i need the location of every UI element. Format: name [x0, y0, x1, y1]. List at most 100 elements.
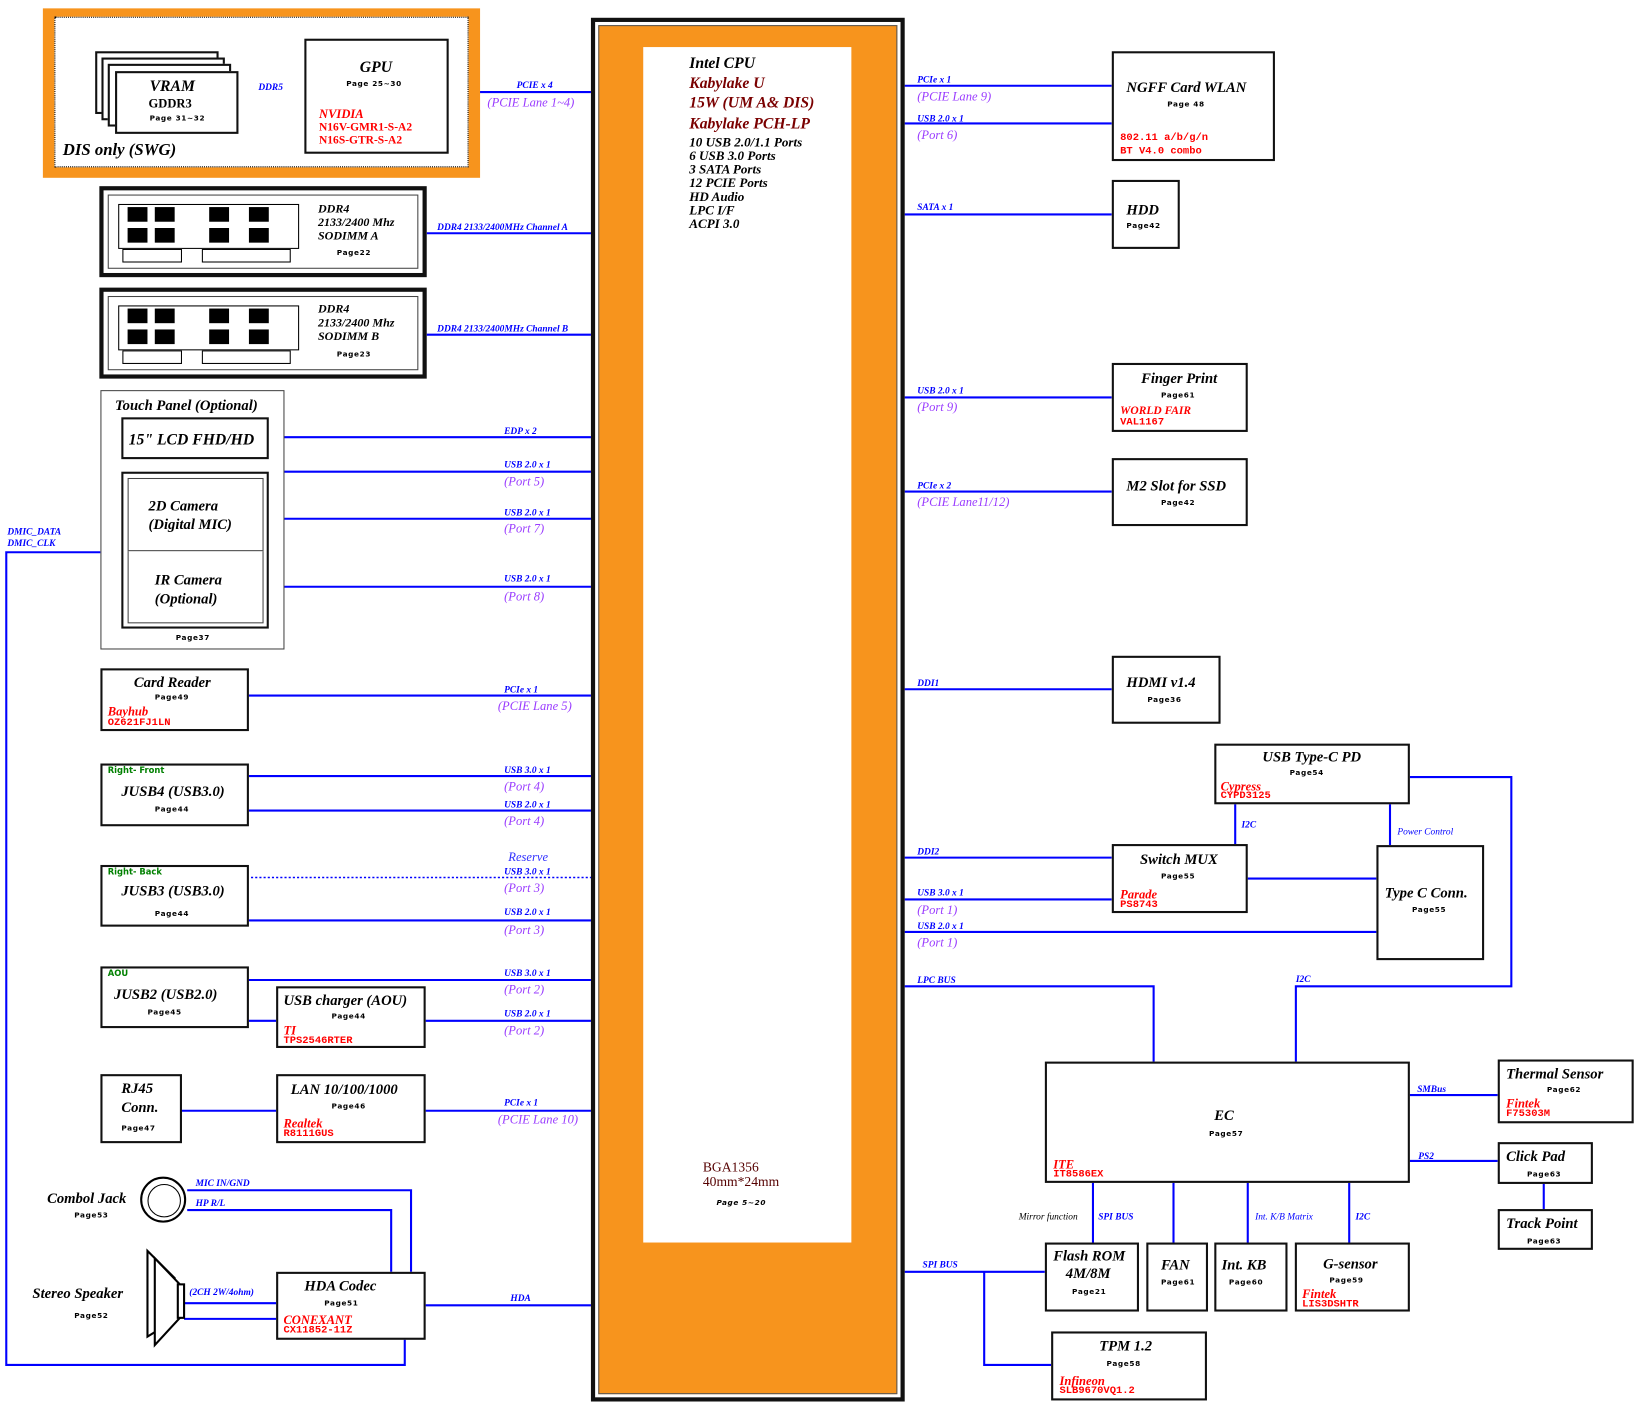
vram-title: VRAM	[149, 78, 195, 96]
dimm-b-chip	[127, 308, 148, 324]
gpu-part-1: N16V-GMR1-S-A2	[318, 121, 413, 134]
dimm-b-chip	[127, 329, 148, 345]
dimm-a-tab-left	[122, 248, 182, 263]
hda-codec-block	[276, 1271, 426, 1340]
speaker-spec-label: (2CH 2W/4ohm)	[189, 1286, 254, 1297]
g-sensor-block	[1294, 1242, 1410, 1312]
ddr4-channel-b-label: DDR4 2133/2400MHz Channel B	[437, 323, 569, 334]
cpu-pch: Kabylake PCH-LP	[689, 116, 810, 133]
type-c-pd-title: USB Type-C PD	[1262, 749, 1362, 766]
cpu-feature: 6 USB 3.0 Ports	[689, 148, 776, 164]
dimm-a-chip	[209, 228, 230, 243]
dimm-b-tab-right	[201, 350, 291, 364]
sodimm-b-line-2: 2133/2400 Mhz	[317, 316, 395, 330]
dis-only-label: DIS only (SWG)	[62, 141, 177, 159]
sodimm-b-line-3: SODIMM B	[317, 330, 380, 344]
dimm-a-icon	[118, 203, 300, 249]
type-c-conn-title: Type C Conn.	[1384, 885, 1468, 902]
pd-i2c-label: I2C	[1241, 818, 1257, 830]
jusb3-usb3-port: (Port 3)	[504, 880, 545, 896]
track-point-block	[1497, 1209, 1593, 1250]
track-point-page: Page63	[1527, 1237, 1562, 1246]
fingerprint-usb-label: USB 2.0 x 1	[917, 384, 964, 396]
jusb2-title: JUSB2 (USB2.0)	[114, 987, 218, 1004]
dimm-b-chip	[248, 308, 269, 324]
switch-mux-part: PS8743	[1120, 899, 1158, 911]
jusb4-usb3-label: USB 3.0 x 1	[504, 764, 551, 776]
jusb3-usb2-label: USB 2.0 x 1	[504, 906, 551, 918]
hdmi-title: HDMI v1.4	[1126, 675, 1196, 692]
dimm-b-tab-left	[122, 350, 182, 364]
rj45-block	[100, 1074, 182, 1144]
jusb3-block	[100, 864, 249, 927]
wlan-title: NGFF Card WLAN	[1126, 80, 1247, 97]
click-pad-block	[1497, 1142, 1593, 1184]
cpu-title: Intel CPU	[689, 55, 756, 73]
jusb2-usb3-label: USB 3.0 x 1	[504, 967, 551, 978]
int-kb-title: Int. KB	[1221, 1258, 1267, 1274]
wire-pd-ec-i2c	[1294, 776, 1513, 1062]
cpu-feature: HD Audio	[689, 189, 745, 204]
finger-print-part: VAL1167	[1120, 417, 1165, 429]
lan-part: R8111GUS	[283, 1128, 334, 1141]
ddi2-label: DDI2	[917, 846, 940, 857]
gpu-page: Page 25~30	[346, 79, 402, 88]
hp-rl-label: HP R/L	[195, 1197, 226, 1209]
flash-rom-title: Flash ROM	[1053, 1248, 1126, 1265]
jusb3-usb3-label: USB 3.0 x 1	[504, 866, 551, 877]
dimm-a-chip	[154, 207, 175, 222]
lcd-title: 15" LCD FHD/HD	[128, 431, 255, 449]
dmic-data-label: DMIC_DATA	[7, 526, 62, 537]
type-c-pd-block	[1214, 743, 1410, 805]
dimm-b-chip	[154, 329, 175, 345]
wlan-spec-2: BT V4.0 combo	[1120, 146, 1202, 158]
card-reader-bus-label: PCIe x 1	[504, 684, 539, 695]
gsensor-i2c-label: I2C	[1355, 1211, 1371, 1222]
cpu-family: Kabylake U	[689, 75, 765, 93]
click-pad-page: Page63	[1527, 1170, 1562, 1179]
dimm-a-chip	[154, 228, 175, 243]
cpu-page: Page 5~20	[716, 1198, 767, 1207]
fingerprint-port-note: (Port 9)	[917, 399, 958, 415]
finger-print-page: Page61	[1160, 391, 1196, 400]
finger-print-vendor: WORLD FAIR	[1120, 404, 1192, 418]
lan-lane-note: (PCIE Lane 10)	[497, 1111, 579, 1127]
ec-block	[1044, 1061, 1410, 1183]
m2-pcie-label: PCIe x 2	[917, 480, 952, 491]
dimm-b-chip	[209, 308, 230, 324]
usb-port7-label: USB 2.0 x 1	[504, 507, 551, 518]
camera-2d-title: 2D Camera	[148, 498, 219, 515]
dimm-a-chip	[209, 207, 230, 222]
cpu-feature: LPC I/F	[689, 202, 735, 218]
jusb3-reserve-label: Reserve	[508, 849, 549, 864]
rj45-page: Page47	[121, 1124, 156, 1133]
g-sensor-title: G-sensor	[1323, 1257, 1378, 1273]
cpu-label-panel	[643, 47, 852, 1243]
vram-type: GDDR3	[148, 96, 192, 111]
pcie-lane-1-4-label: (PCIE Lane 1~4)	[487, 95, 575, 110]
wlan-usb-label: USB 2.0 x 1	[917, 112, 964, 124]
cpu-feature: 12 PCIE Ports	[689, 175, 768, 191]
dimm-a-chip	[248, 228, 269, 243]
flash-rom-page: Page21	[1072, 1287, 1107, 1296]
power-control-label: Power Control	[1397, 826, 1454, 837]
jusb4-page: Page44	[154, 805, 190, 814]
ddr4-channel-a-label: DDR4 2133/2400MHz Channel A	[437, 221, 568, 233]
wlan-usb-note: (Port 6)	[917, 127, 958, 143]
hdd-block	[1111, 179, 1180, 249]
track-point-title: Track Point	[1506, 1216, 1578, 1233]
hdmi-page: Page36	[1147, 695, 1182, 704]
dimm-b-chip	[248, 329, 269, 345]
ir-camera-optional: (Optional)	[154, 591, 218, 608]
sodimm-b-page: Page23	[336, 350, 372, 359]
cpu-power: 15W (UM A& DIS)	[689, 95, 815, 112]
mic-in-gnd-label: MIC IN/GND	[195, 1177, 250, 1189]
sata-label: SATA x 1	[917, 201, 954, 213]
usb-charger-page: Page44	[331, 1012, 366, 1021]
thermal-sensor-page: Page62	[1546, 1085, 1582, 1095]
cpu-package: BGA1356	[702, 1158, 759, 1175]
hda-codec-page: Page51	[324, 1299, 359, 1308]
type-c-conn-page: Page55	[1411, 905, 1447, 915]
click-pad-title: Click Pad	[1506, 1149, 1566, 1166]
jusb3-usb2-port: (Port 3)	[504, 922, 545, 938]
